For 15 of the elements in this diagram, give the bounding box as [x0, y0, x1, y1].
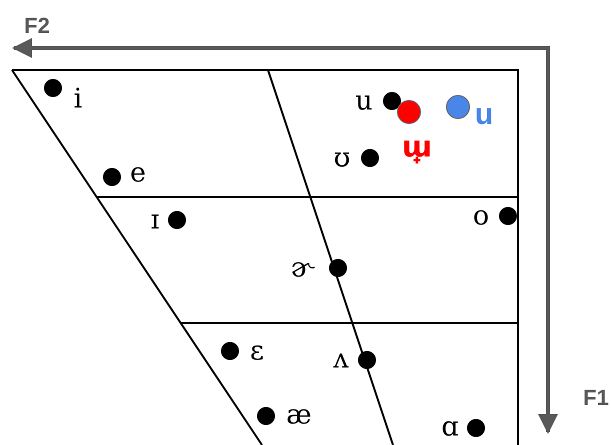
vowel-symbol: ɚ	[290, 254, 314, 282]
vowel-symbol: i	[74, 86, 82, 112]
vowel-symbol: u	[355, 88, 373, 114]
vowel-symbol: ɪ	[150, 206, 160, 234]
axis-label: F1	[583, 387, 609, 409]
vowel-symbol: o	[472, 202, 490, 230]
vowel-symbol: ɑ	[441, 414, 459, 440]
vowel-symbol: ɛ	[250, 338, 264, 364]
vowel-symbol: ɯ̟	[402, 132, 432, 162]
vowel-symbol: æ	[286, 402, 312, 428]
vowel-symbol: e	[130, 160, 146, 186]
vowel-symbol: ʊ	[334, 144, 350, 172]
axis-label: F2	[24, 15, 50, 37]
vowel-symbol: ʌ	[333, 346, 349, 372]
vowel-symbol: u	[474, 100, 494, 130]
